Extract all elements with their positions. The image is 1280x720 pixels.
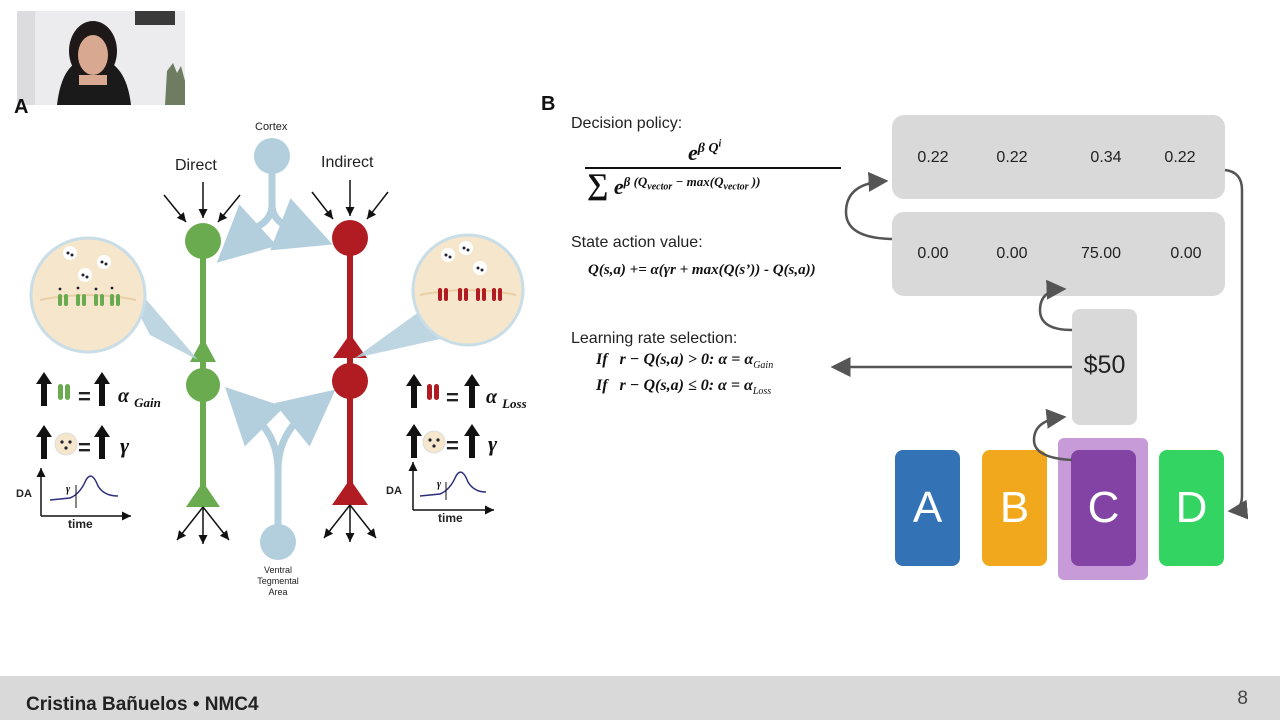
card-a[interactable]: A (895, 450, 960, 566)
footer-bar (0, 676, 1280, 720)
direct-synapse-zoom (29, 236, 198, 360)
panel-a-letter: A (14, 96, 29, 118)
cortex-label: Cortex (255, 121, 288, 133)
time-axis-right: time (438, 511, 463, 525)
gain-equation-icons (36, 372, 110, 459)
prob-a: 0.22 (917, 149, 949, 166)
direct-label: Direct (175, 157, 217, 174)
softmax-numerator: eβ Qi (688, 138, 722, 165)
probability-row-box (892, 115, 1225, 199)
da-axis-right: DA (386, 485, 402, 497)
gamma-mark-right: γ (437, 479, 442, 490)
vta-label-line3: Area (268, 587, 288, 597)
indirect-synapse-zoom (355, 233, 525, 358)
gain-equals: = (78, 384, 91, 409)
basal-ganglia-diagram (29, 138, 525, 560)
prob-d: 0.22 (1164, 149, 1196, 166)
alpha-symbol: α (118, 385, 130, 407)
sav-title: State action value: (571, 234, 703, 251)
lr-gain-sub: Gain (753, 360, 774, 372)
panel-b-letter: B (541, 93, 556, 115)
page-number: 8 (1237, 688, 1248, 709)
prob-b: 0.22 (996, 149, 1028, 166)
vta-node (260, 524, 296, 560)
lr-title: Learning rate selection: (571, 330, 738, 347)
gamma-right: γ (488, 431, 498, 456)
lr-rule-loss: If r − Q(s,a) ≤ 0: α = αLoss (596, 377, 771, 397)
lr-rule-gain-text: If r − Q(s,a) > 0: α = α (596, 351, 754, 368)
da-axis-left: DA (16, 488, 32, 500)
value-d: 0.00 (1170, 245, 1202, 262)
time-axis-left: time (68, 517, 93, 531)
fraction-bar (585, 167, 841, 169)
alpha-loss: α Loss (486, 386, 527, 412)
decision-policy-title: Decision policy: (571, 115, 683, 132)
alpha-symbol-loss: α (486, 386, 498, 408)
gamma-mark-left: γ (66, 484, 71, 495)
loss-equation-icons (406, 374, 480, 458)
loss-equals: = (446, 385, 459, 410)
vta-label: Ventral Tegmental Area (248, 565, 308, 598)
da-plot-right (408, 462, 494, 515)
card-c[interactable]: C (1071, 450, 1136, 566)
softmax-denominator: ∑ eβ (Qvector − max(Qvector )) (587, 168, 761, 201)
gain-subscript: Gain (134, 395, 161, 410)
presenter-name: Cristina Bañuelos • NMC4 (26, 694, 259, 715)
gamma-equals-right: = (446, 433, 459, 458)
card-b[interactable]: B (982, 450, 1047, 566)
panel-b-arrows (830, 168, 1249, 520)
lr-loss-sub: Loss (752, 386, 772, 398)
value-a: 0.00 (917, 245, 949, 262)
value-b: 0.00 (996, 245, 1028, 262)
reward-box (1072, 309, 1137, 425)
presenter-webcam (17, 11, 185, 105)
direct-pathway (163, 182, 241, 544)
cortex-node (254, 138, 290, 174)
loss-subscript: Loss (502, 396, 527, 411)
lr-rule-gain: If r − Q(s,a) > 0: α = αGain (596, 351, 773, 371)
sav-formula: Q(s,a) += α(γr + max(Q(s’)) - Q(s,a)) (588, 262, 816, 278)
alpha-gain: α Gain (118, 385, 161, 411)
card-d[interactable]: D (1159, 450, 1224, 566)
vta-label-line2: Tegmental (257, 576, 299, 586)
indirect-pathway (311, 180, 389, 542)
gamma-equals-left: = (78, 435, 91, 460)
da-plot-left (36, 468, 131, 521)
vta-label-line1: Ventral (263, 565, 293, 575)
lr-rule-loss-text: If r − Q(s,a) ≤ 0: α = α (596, 377, 753, 394)
indirect-label: Indirect (321, 154, 374, 171)
cortex-pathway (216, 172, 336, 525)
reward-value: $50 (1083, 351, 1126, 379)
value-c: 75.00 (1080, 245, 1122, 262)
prob-c: 0.34 (1090, 149, 1122, 166)
gamma-left: γ (120, 433, 130, 458)
